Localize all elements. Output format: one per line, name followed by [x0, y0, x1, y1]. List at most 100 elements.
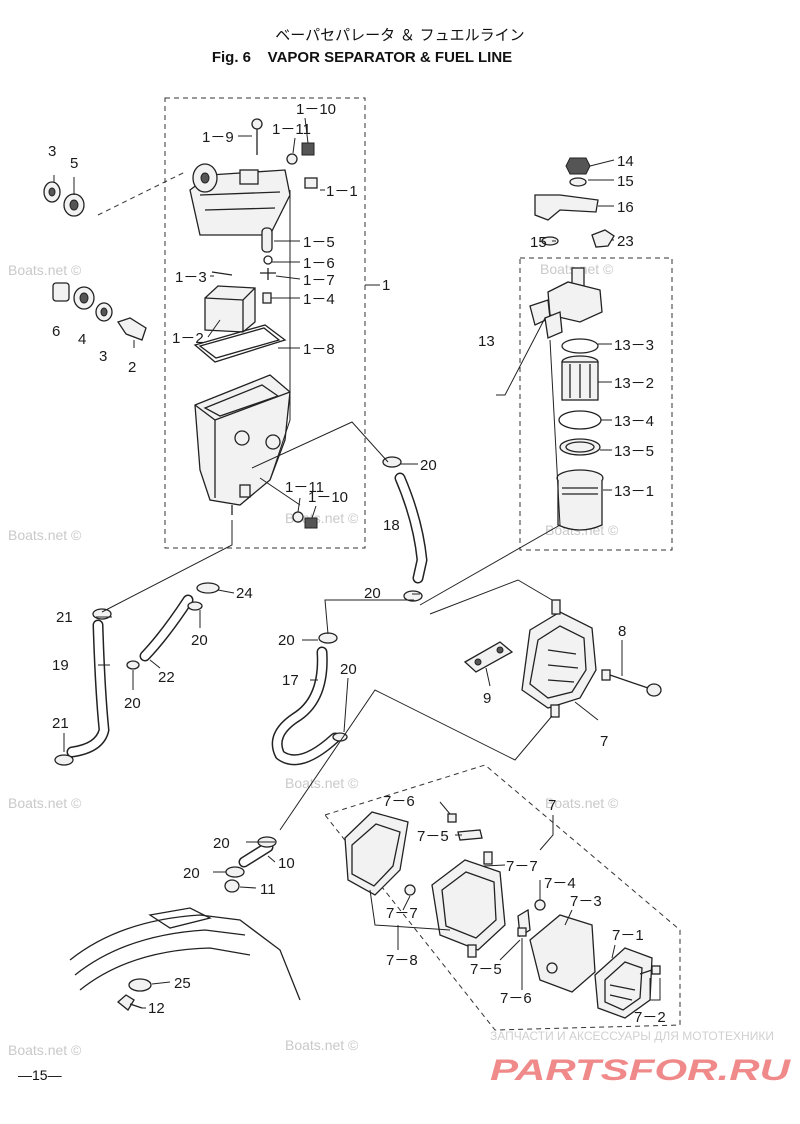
screw-1-4 — [262, 292, 272, 304]
label-1: 1 — [382, 277, 390, 294]
label-1-11-lower: 1－11 — [285, 479, 324, 496]
hose-17 — [271, 646, 341, 766]
label-7-6-lower: 7－6 — [500, 990, 532, 1007]
label-1-1: 1－1 — [326, 183, 358, 200]
label-12: 12 — [148, 1000, 165, 1017]
needle-valve-1-5 — [261, 227, 273, 253]
label-20-c: 20 — [191, 632, 208, 649]
nut-14 — [565, 157, 591, 175]
washer-3-upper — [43, 181, 61, 203]
filter-element-13-2 — [561, 355, 599, 401]
clip-21-b — [54, 754, 74, 766]
label-25: 25 — [174, 975, 191, 992]
label-7-2: 7－2 — [634, 1009, 666, 1026]
o-ring-13-3 — [561, 338, 599, 354]
clip-20-c — [187, 601, 203, 611]
guide-filter-to-pump — [419, 339, 561, 606]
label-14: 14 — [617, 153, 634, 170]
bolt-1-10 — [301, 142, 315, 156]
label-24: 24 — [236, 585, 253, 602]
vapor-separator-body — [194, 374, 291, 515]
pump-body-7 — [431, 851, 506, 958]
washer-15-upper — [569, 177, 587, 187]
label-1-8: 1－8 — [303, 341, 335, 358]
label-7-group: 7 — [548, 797, 556, 814]
label-11: 11 — [260, 881, 276, 898]
label-9: 9 — [483, 690, 491, 707]
screw-7-6-upper — [447, 813, 457, 823]
label-1-7: 1－7 — [303, 272, 335, 289]
label-1-2: 1－2 — [172, 330, 204, 347]
guide-pump-inlet — [429, 579, 553, 615]
label-7-8: 7－8 — [386, 952, 418, 969]
label-13-1: 13－1 — [614, 483, 654, 500]
label-1-3: 1－3 — [175, 269, 207, 286]
leader-lines — [53, 117, 661, 1009]
watermark-1: Boats.net © — [8, 262, 82, 278]
label-23: 23 — [617, 233, 634, 250]
pin-1-3 — [211, 271, 233, 276]
washer-3-lower — [95, 302, 113, 322]
label-4: 4 — [78, 331, 86, 348]
bracket-16 — [534, 194, 599, 221]
label-7-pump: 7 — [600, 733, 608, 750]
label-1-4: 1－4 — [303, 291, 335, 308]
label-19: 19 — [52, 657, 69, 674]
grommet-25 — [128, 978, 152, 992]
filter-head — [529, 267, 603, 339]
clip-24 — [196, 582, 220, 594]
label-1-6: 1－6 — [303, 255, 335, 272]
guide-sep-to-hose18 — [251, 421, 389, 469]
title-japanese: ベーパセパレータ ＆ フュエルライン — [275, 26, 524, 44]
hose-19 — [66, 619, 110, 758]
label-20-f: 20 — [340, 661, 357, 678]
pump-cover-7-8 — [344, 811, 409, 896]
grommet-4 — [73, 286, 95, 310]
label-7-7-left: 7－7 — [386, 905, 418, 922]
grommet-5 — [63, 193, 85, 217]
bolt-8 — [601, 669, 662, 697]
nut-11 — [224, 879, 240, 893]
hose-10 — [238, 841, 274, 868]
label-13-4: 13－4 — [614, 413, 654, 430]
ring-13-5 — [559, 438, 601, 456]
screw-7-6-lower — [517, 927, 527, 937]
fuel-pump-7 — [521, 599, 597, 718]
washer-15-lower — [541, 236, 559, 246]
o-ring-13-4 — [558, 410, 602, 430]
hose-18 — [394, 472, 428, 584]
label-10: 10 — [278, 855, 295, 872]
label-3-lower: 3 — [99, 348, 107, 365]
bolt-1-10-lower — [304, 517, 318, 529]
clip-1-6 — [263, 255, 273, 265]
label-13-5: 13－5 — [614, 443, 654, 460]
label-18: 18 — [383, 517, 400, 534]
label-7-1: 7－1 — [612, 927, 644, 944]
vapor-separator-group-box — [164, 97, 366, 549]
label-6: 6 — [52, 323, 60, 340]
clip-20-d — [126, 660, 140, 670]
title-english: Fig. 6 VAPOR SEPARATOR & FUEL LINE — [212, 49, 512, 66]
label-21-lower: 21 — [52, 715, 69, 732]
bolt-2 — [116, 317, 147, 341]
bolt-23 — [591, 229, 615, 248]
label-7-4: 7－4 — [544, 875, 576, 892]
check-valve-7-5-upper — [457, 829, 483, 841]
hose-22 — [139, 594, 194, 662]
label-17: 17 — [282, 672, 299, 689]
label-5: 5 — [70, 155, 78, 172]
label-1-10-upper: 1－10 — [296, 101, 336, 118]
label-15-lower: 15 — [530, 234, 547, 251]
pump-cover-7-1 — [594, 947, 653, 1019]
label-15-upper: 15 — [617, 173, 634, 190]
label-16: 16 — [617, 199, 634, 216]
washer-1-11 — [286, 153, 298, 165]
watermark-8: Boats.net © — [545, 795, 619, 811]
screw-1-1 — [304, 177, 318, 189]
gasket-1-8 — [193, 324, 287, 363]
label-1-5: 1－5 — [303, 234, 335, 251]
guide-pump-outlet — [279, 689, 553, 831]
label-1-10-lower: 1－10 — [308, 489, 348, 506]
label-2: 2 — [128, 359, 136, 376]
